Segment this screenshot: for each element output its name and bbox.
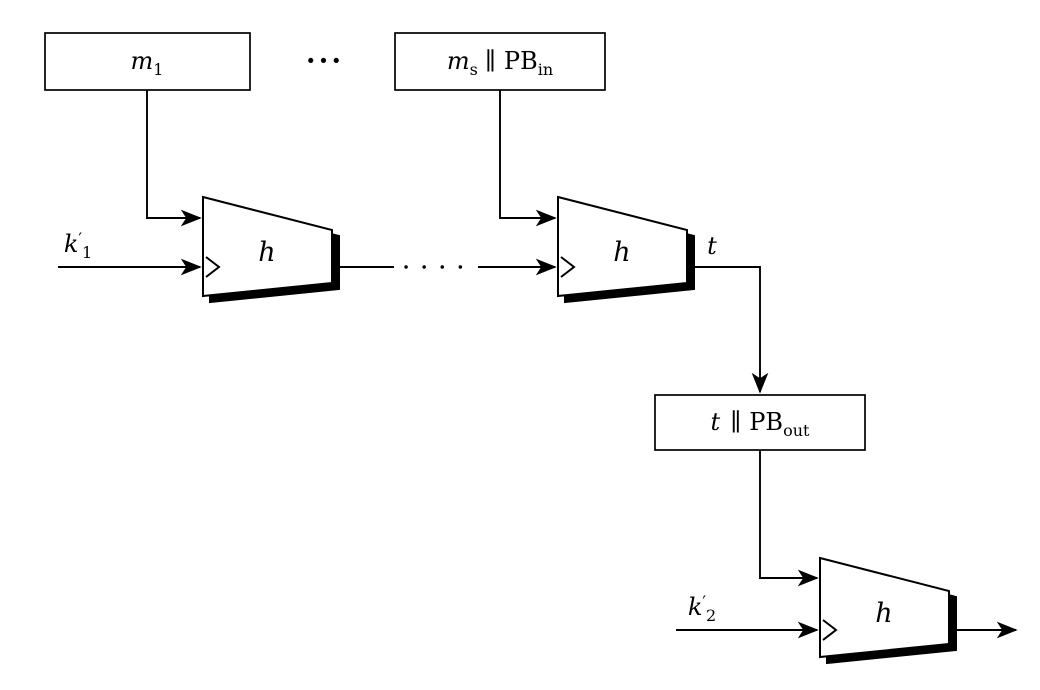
chain-input-chevron-h2 bbox=[560, 256, 576, 278]
hash-block-h3 bbox=[819, 556, 950, 659]
box-t-pbout bbox=[654, 394, 866, 451]
arrow-m1-to-h1 bbox=[146, 90, 202, 227]
box-t-pbout-label: t∥PBout bbox=[711, 408, 810, 440]
hash-block-h1 bbox=[202, 195, 333, 298]
message-box-ms-pbin bbox=[394, 32, 606, 91]
hash-block-h3-label: h bbox=[875, 598, 892, 629]
key-label-k2: k′2 bbox=[688, 592, 716, 625]
ellipsis-top: ··· bbox=[306, 44, 344, 77]
arrow-ms-to-h2 bbox=[499, 90, 557, 227]
message-box-m1 bbox=[44, 32, 251, 91]
t-label: t bbox=[707, 232, 717, 260]
arrow-box-to-h3 bbox=[759, 450, 819, 587]
message-box-m1-label: m1 bbox=[131, 47, 164, 79]
chain-input-chevron-h3 bbox=[822, 619, 838, 641]
hash-block-h2 bbox=[557, 195, 688, 298]
message-box-ms-pbin-label: ms∥PBin bbox=[447, 47, 553, 79]
hash-block-h2-label: h bbox=[613, 237, 630, 268]
chain-input-chevron-h1 bbox=[205, 256, 221, 278]
arrow-t-to-box bbox=[689, 266, 769, 394]
hash-block-h1-label: h bbox=[258, 237, 275, 268]
key-label-k1: k′1 bbox=[64, 229, 92, 262]
